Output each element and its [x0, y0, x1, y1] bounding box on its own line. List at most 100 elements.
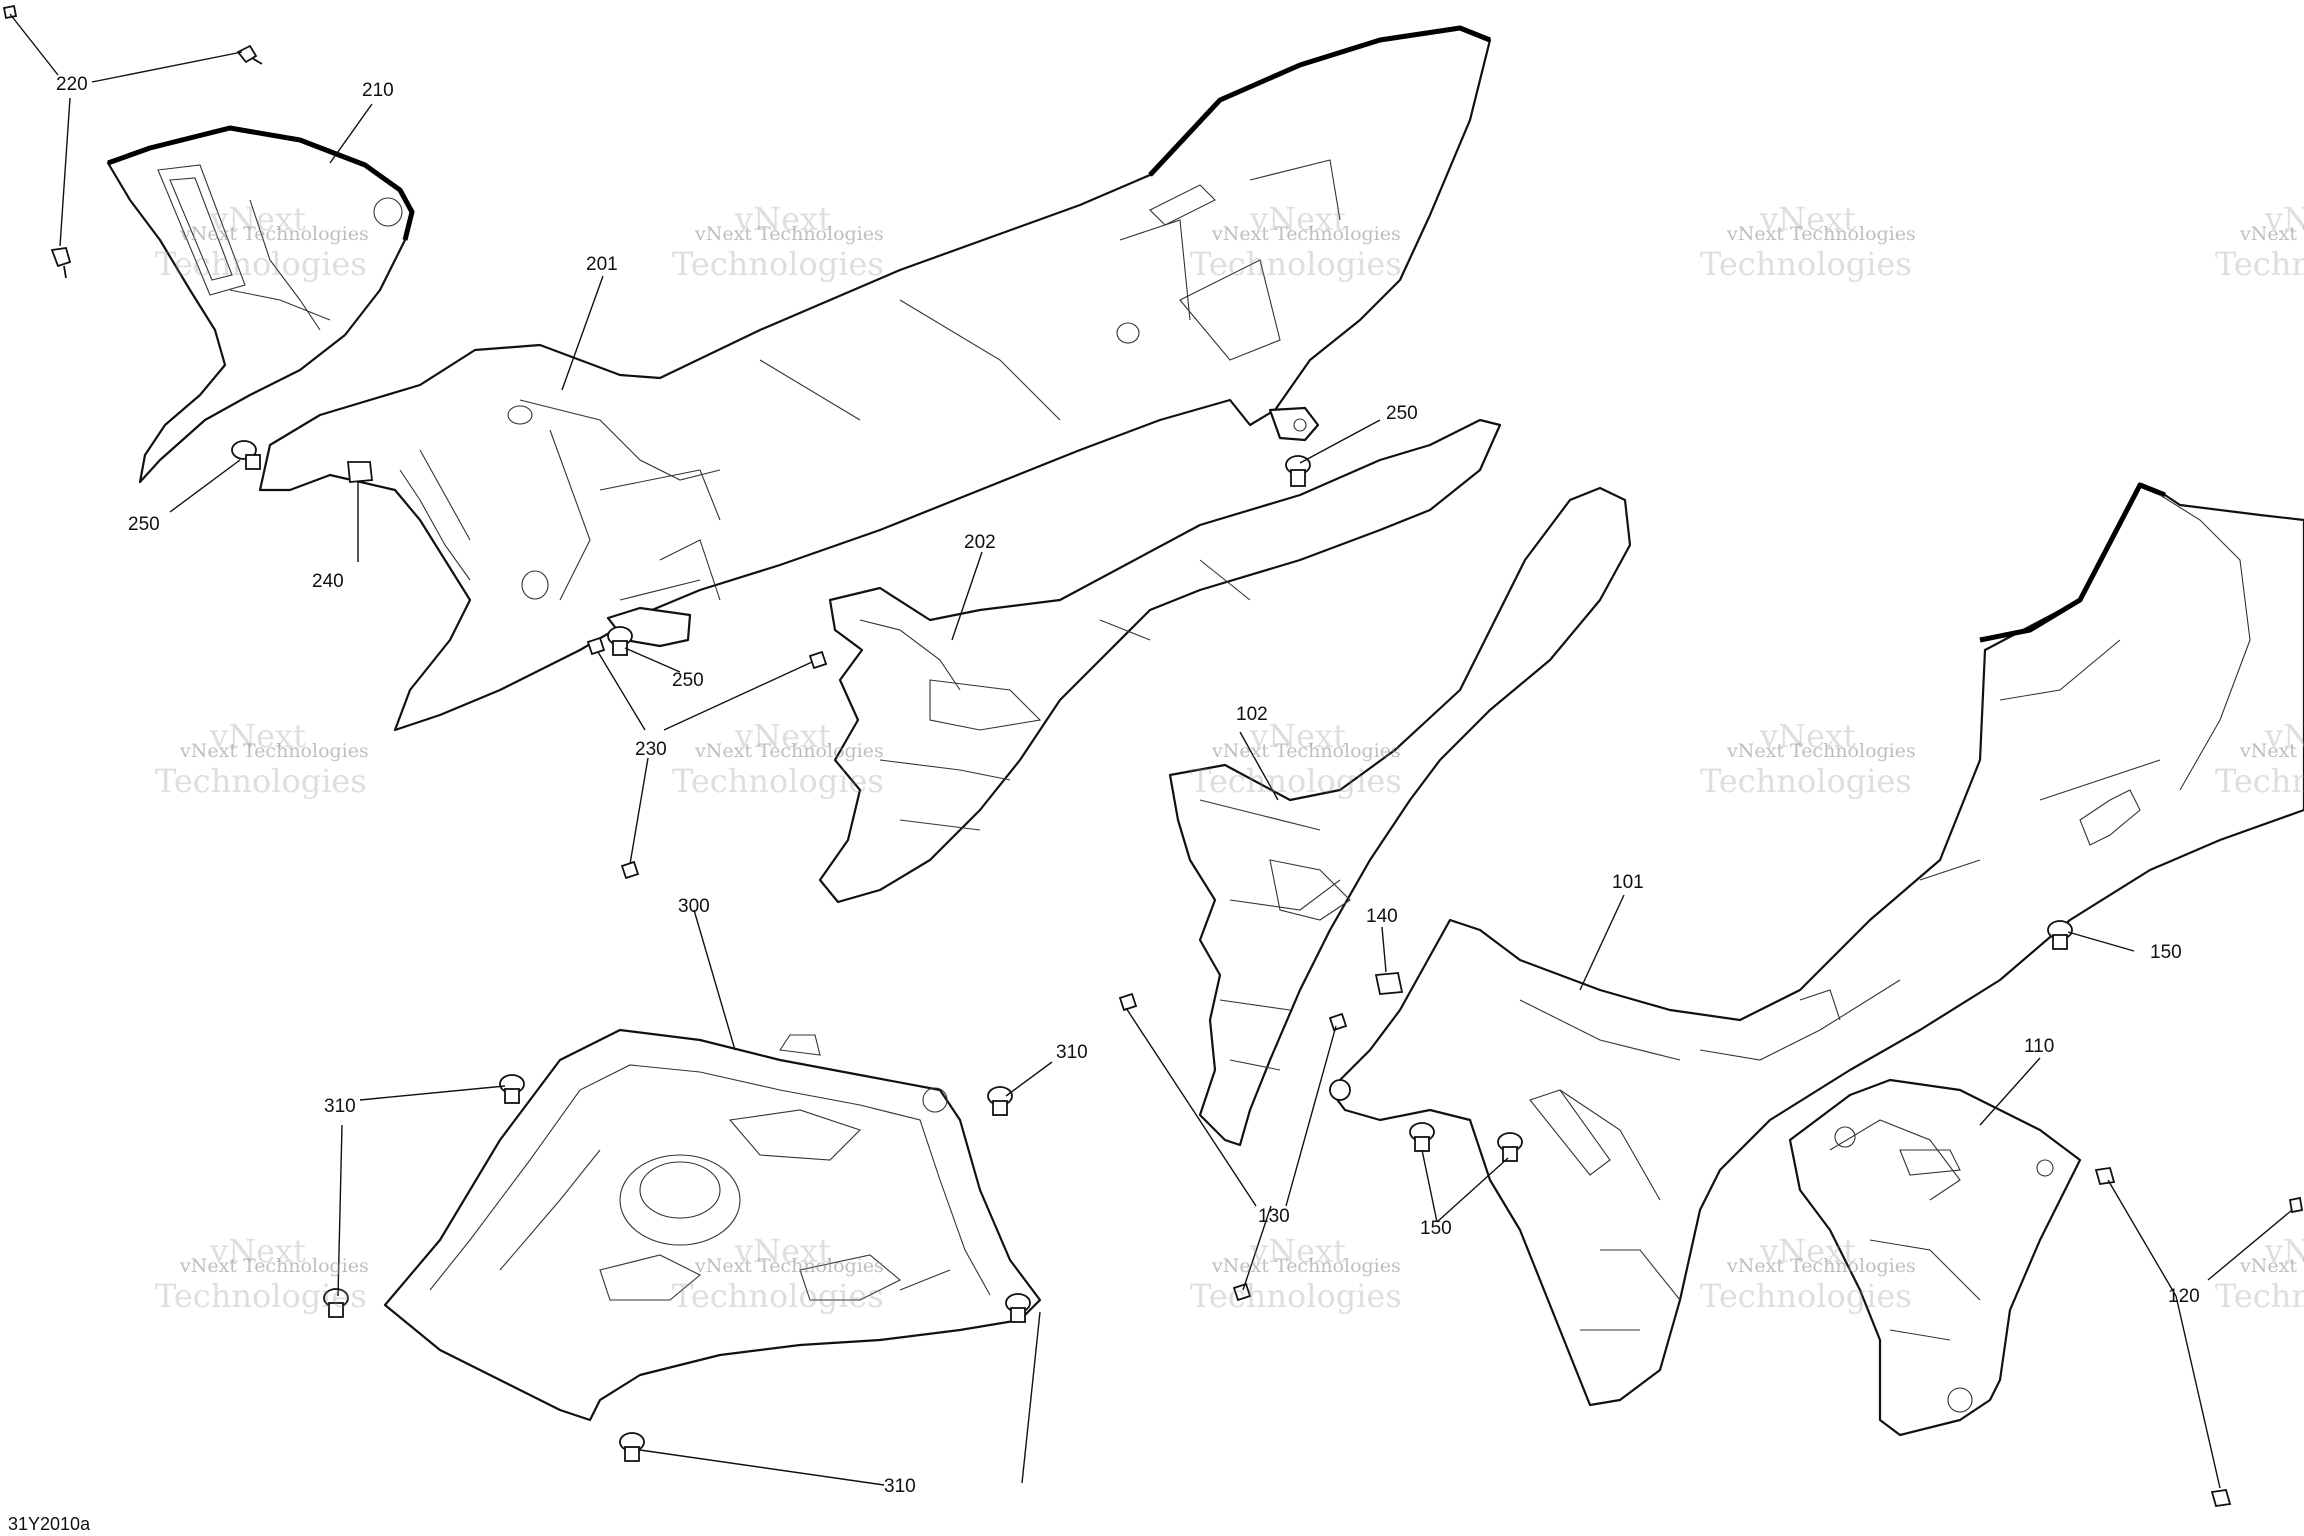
svg-text:vNext: vNext	[1759, 1232, 1856, 1270]
callout-240[interactable]: 240	[312, 571, 344, 592]
svg-text:vNext Technologies: vNext Technologies	[179, 223, 369, 245]
svg-text:vNext: vNext	[209, 1232, 306, 1270]
rivet-150-b[interactable]	[1409, 1122, 1435, 1152]
svg-text:vNext Technologies: vNext Technologies	[179, 1255, 369, 1277]
svg-text:vNext Technologies: vNext Technologies	[694, 1255, 884, 1277]
svg-text:vNext Technologies: vNext Technologies	[2239, 223, 2304, 245]
callout-120[interactable]: 120	[2168, 1286, 2200, 1307]
rivet-310-d[interactable]	[1005, 1293, 1031, 1323]
callout-210[interactable]: 210	[362, 80, 394, 101]
screw-120-a[interactable]	[2094, 1166, 2116, 1186]
rivet-150-a[interactable]	[2047, 920, 2073, 950]
rivet-310-e[interactable]	[619, 1432, 645, 1462]
svg-text:vNext Technologies: vNext Technologies	[2239, 1255, 2304, 1277]
clip-140[interactable]	[1374, 972, 1404, 995]
part-101-side-panel[interactable]	[1328, 482, 2304, 1407]
callout-101[interactable]: 101	[1612, 872, 1644, 893]
rivet-250-b[interactable]	[1285, 455, 1311, 487]
clip-240[interactable]	[347, 461, 373, 483]
part-201-side-panel[interactable]	[258, 25, 1492, 732]
nut-130-c[interactable]	[1232, 1282, 1252, 1302]
callout-250-c[interactable]: 250	[672, 670, 704, 691]
svg-text:vNext Technologies: vNext Technologies	[179, 740, 369, 762]
svg-text:vNext Technologies: vNext Technologies	[1211, 1255, 1401, 1277]
callout-201[interactable]: 201	[586, 254, 618, 275]
svg-text:Technologies: Technologies	[155, 245, 367, 283]
svg-text:Technologies: Technologies	[155, 1277, 367, 1315]
svg-text:Technologies: Technologies	[1190, 245, 1402, 283]
nut-130-b[interactable]	[1328, 1012, 1348, 1032]
callout-150-b[interactable]: 150	[1420, 1218, 1452, 1239]
callout-310-c[interactable]: 310	[884, 1476, 916, 1497]
svg-text:Technologies: Technologies	[672, 245, 884, 283]
callout-150-a[interactable]: 150	[2150, 942, 2182, 963]
nut-130-a[interactable]	[1118, 992, 1138, 1012]
svg-text:vNext: vNext	[209, 717, 306, 755]
callout-labels: 220 210 201 250 240 250 250 230 202 300 …	[8, 74, 2200, 1534]
screw-120-c[interactable]	[2288, 1196, 2304, 1214]
part-110-cover[interactable]	[1788, 1078, 2082, 1437]
part-210-cover[interactable]	[106, 125, 415, 484]
screw-120-b[interactable]	[2210, 1488, 2232, 1508]
svg-text:vNext: vNext	[1249, 1232, 1346, 1270]
svg-text:Technologies: Technologies	[1700, 245, 1912, 283]
svg-text:vNext: vNext	[734, 1232, 831, 1270]
rivet-150-c[interactable]	[1497, 1132, 1523, 1162]
svg-text:Technologies: Technologies	[2215, 762, 2304, 800]
callout-202[interactable]: 202	[964, 532, 996, 553]
svg-text:vNext: vNext	[2264, 1232, 2304, 1270]
rivet-310-c[interactable]	[323, 1288, 349, 1318]
svg-text:vNext: vNext	[1249, 717, 1346, 755]
callout-310-a[interactable]: 310	[1056, 1042, 1088, 1063]
part-300-center-tray[interactable]	[383, 1028, 1042, 1422]
callout-130[interactable]: 130	[1258, 1206, 1290, 1227]
svg-text:vNext: vNext	[2264, 200, 2304, 238]
screw-220-a[interactable]	[236, 44, 263, 65]
svg-text:vNext Technologies: vNext Technologies	[1211, 740, 1401, 762]
callout-300[interactable]: 300	[678, 896, 710, 917]
nut-230-a[interactable]	[586, 636, 606, 656]
nut-230-b[interactable]	[808, 650, 828, 670]
svg-text:Technologies: Technologies	[1700, 1277, 1912, 1315]
screw-220-b[interactable]	[50, 246, 72, 279]
callout-250-b[interactable]: 250	[1386, 403, 1418, 424]
svg-text:Technologies: Technologies	[155, 762, 367, 800]
svg-text:Technologies: Technologies	[2215, 245, 2304, 283]
callout-250-a[interactable]: 250	[128, 514, 160, 535]
svg-text:vNext: vNext	[1759, 717, 1856, 755]
rivet-310-a[interactable]	[499, 1074, 525, 1104]
svg-text:Technologies: Technologies	[1700, 762, 1912, 800]
screw-top-left[interactable]	[2, 4, 18, 20]
part-102-inner-liner[interactable]	[1168, 486, 1632, 1147]
rivet-250-a[interactable]	[231, 440, 261, 470]
callout-140[interactable]: 140	[1366, 906, 1398, 927]
diagram-code: 31Y2010a	[8, 1514, 91, 1534]
svg-text:Technologies: Technologies	[2215, 1277, 2304, 1315]
callout-310-b[interactable]: 310	[324, 1096, 356, 1117]
callout-110[interactable]: 110	[2024, 1036, 2054, 1057]
callout-230[interactable]: 230	[635, 739, 667, 760]
part-202-inner-liner[interactable]	[818, 418, 1502, 904]
nut-230-c[interactable]	[620, 860, 640, 880]
svg-text:Technologies: Technologies	[1190, 762, 1402, 800]
svg-text:vNext Technologies: vNext Technologies	[1726, 223, 1916, 245]
callout-102[interactable]: 102	[1236, 704, 1268, 725]
rivet-250-c[interactable]	[607, 626, 633, 656]
callout-220[interactable]: 220	[56, 74, 88, 95]
rivet-310-b[interactable]	[987, 1086, 1013, 1116]
svg-text:Technologies: Technologies	[672, 762, 884, 800]
svg-text:vNext Technologies: vNext Technologies	[2239, 740, 2304, 762]
